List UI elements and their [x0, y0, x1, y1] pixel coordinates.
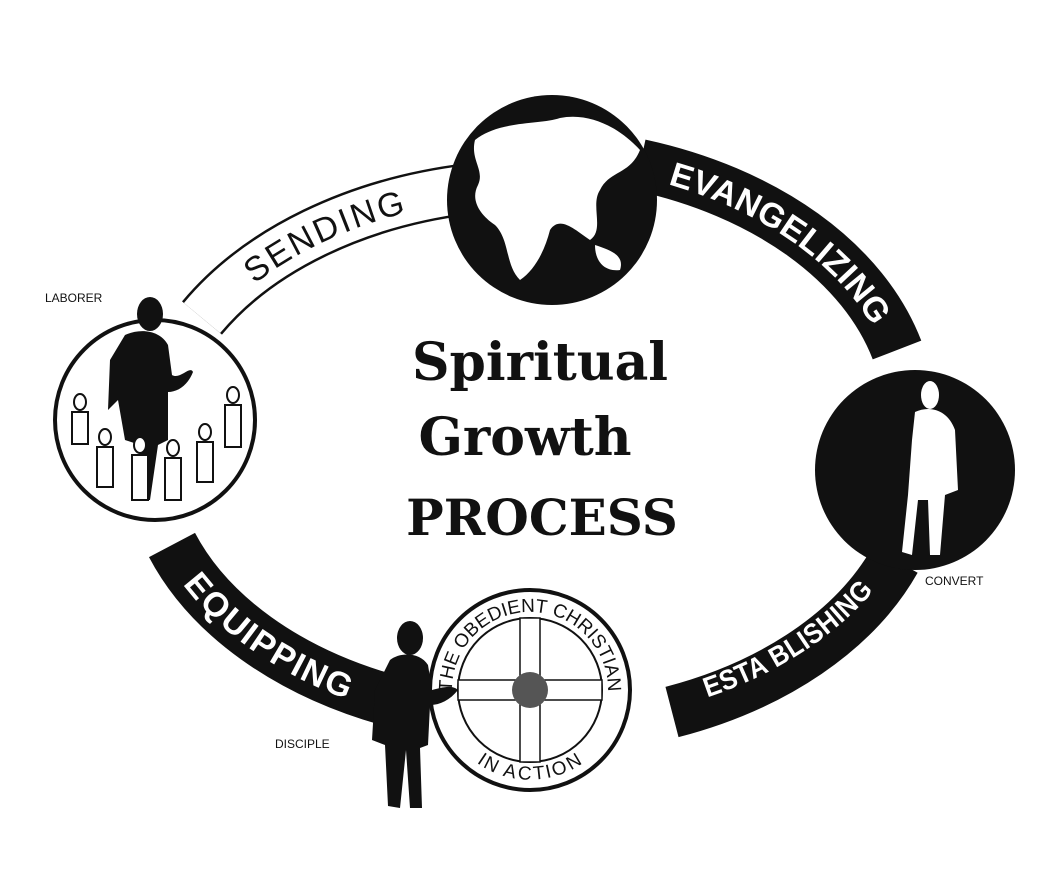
stage-sending: SENDING: [202, 183, 468, 318]
laborer-label: LABORER: [45, 291, 103, 305]
convert-label: CONVERT: [925, 574, 984, 588]
stage-establishing: ESTA BLISHING: [672, 560, 895, 712]
title-line-3: PROCESS: [406, 488, 678, 547]
disciple-icon: [372, 621, 458, 808]
stage-evangelizing: EVANGELIZING: [640, 155, 899, 350]
stage-evangelizing-label: EVANGELIZING: [666, 155, 899, 331]
stage-equipping: EQUIPPING: [172, 545, 388, 707]
title-line-1: Spiritual: [412, 332, 668, 393]
globe-icon: [447, 95, 657, 305]
obedient-christian-wheel: THE OBEDIENT CHRISTIAN IN ACTION: [428, 588, 632, 792]
stage-equipping-label: EQUIPPING: [176, 565, 359, 707]
convert-icon: [815, 370, 1015, 570]
title-line-2: Growth: [418, 407, 631, 468]
disciple-label: DISCIPLE: [275, 737, 330, 751]
laborer-icon: [53, 297, 257, 522]
